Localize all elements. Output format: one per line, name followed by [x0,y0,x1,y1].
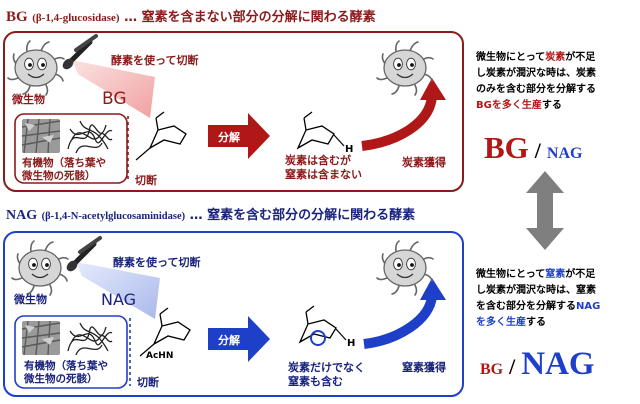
rt-line3: のみを含む部分を分解する [476,82,596,95]
svg-text:微生物にとって炭素が不足: 微生物にとって炭素が不足 [475,50,596,63]
ratio-bottom-den: NAG [521,346,594,382]
top-microbe-label: 微生物 [11,92,45,106]
rt-line1-highlight: 炭素 [545,50,565,63]
rb-line1-pre: 微生物にとって [475,267,545,280]
bottom-gain-arrow [363,295,437,349]
bottom-organic-label-1: 有機物（落ち葉や [24,359,108,372]
bottom-product-label-2: 窒素も含む [288,374,343,388]
top-product-label-1: 炭素は含むが [285,153,351,167]
top-gain-label: 炭素獲得 [402,155,446,169]
rt-line1-post: が不足 [565,50,596,63]
top-decompose-arrow [208,113,270,159]
top-organic-label-1: 有機物（落ち葉や [22,156,106,169]
rt-line4-post: する [542,99,562,111]
rb-line3-pre: を含む部分を分解する [476,299,576,312]
double-arrow-icon [526,171,564,250]
rt-line4-highlight: BGを多く生産 [476,98,542,111]
bottom-title-desc: … 窒素を含む部分の分解に関わる酵素 [190,207,416,223]
top-enzyme-label: 酵素を使って切断 [111,53,198,67]
bottom-decompose-arrow [208,316,270,362]
rb-line1-post: が不足 [565,267,596,280]
rb-line2: し炭素が潤沢な時は、窒素 [476,283,596,296]
ratio-bottom-slash: / [508,354,516,379]
ratio-top-num: BG [484,130,529,165]
bottom-h-atom: H [347,338,355,349]
ratio-bottom: BG / NAG [480,346,595,382]
top-organic-label-2: 微生物の死骸） [21,169,96,182]
top-h-atom: H [345,144,353,155]
bottom-title-full: (β-1,4-N-acetylglucosaminidase) [42,211,186,222]
top-decompose-label: 分解 [218,130,240,144]
top-beam-label: BG [102,89,127,109]
bottom-enzyme-beam [76,262,160,319]
top-title: BG (β-1,4-glucosidase) … 窒素を含まない部分の分解に関わ… [6,9,376,25]
bottom-decompose-label: 分解 [218,333,240,347]
top-leaf-litter-image [21,118,61,154]
ratio-top-den: NAG [547,145,583,162]
svg-text:微生物にとって窒素が不足: 微生物にとって窒素が不足 [475,267,596,280]
bottom-cut-label: 切断 [137,375,159,389]
rb-line4-highlight: を多く生産 [476,315,526,328]
bottom-beam-label: NAG [101,290,136,309]
bottom-organic-label-2: 微生物の死骸） [23,372,98,385]
bottom-gain-label: 窒素獲得 [402,360,446,374]
rb-line3-highlight: NAG [576,301,600,312]
bottom-enzyme-label: 酵素を使って切断 [113,255,200,269]
top-title-abbr: BG [6,9,28,25]
top-title-full: (β-1,4-glucosidase) [32,12,120,24]
top-glycosidic-bond [135,147,151,161]
bottom-nitrogen-highlight [310,330,326,346]
ratio-top-slash: / [534,138,542,163]
ratio-top: BG / NAG [484,130,583,165]
rb-line4-post: する [526,316,546,328]
right-top-description: 微生物にとって炭素が不足 し炭素が潤沢な時は、炭素 のみを含む部分を分解する B… [475,50,596,111]
bottom-microbe-label: 微生物 [13,292,47,306]
svg-text:を含む部分を分解するNAG: を含む部分を分解するNAG [476,299,600,312]
svg-text:を多く生産する: を多く生産する [476,315,546,328]
bottom-product-label-1: 炭素だけでなく [288,360,365,374]
rt-line2: し炭素が潤沢な時は、炭素 [476,66,596,79]
svg-text:BGを多く生産する: BGを多く生産する [476,98,562,111]
rb-line1-highlight: 窒素 [545,267,565,280]
rt-line1-pre: 微生物にとって [475,50,545,63]
bottom-leaf-litter-image [21,320,61,356]
top-title-desc: … 窒素を含まない部分の分解に関わる酵素 [124,9,376,25]
ratio-bottom-num: BG [480,361,504,378]
top-cut-label: 切断 [135,173,157,187]
bottom-title-abbr: NAG [6,208,37,223]
top-product-label-2: 窒素は含まない [285,167,362,181]
right-bottom-description: 微生物にとって窒素が不足 し炭素が潤沢な時は、窒素 を含む部分を分解するNAG … [475,267,600,328]
top-gain-arrow [361,95,437,151]
bottom-title: NAG (β-1,4-N-acetylglucosaminidase) … 窒素… [6,207,415,223]
top-enzyme-beam [72,60,155,118]
bottom-achn-label: AcHN [146,351,173,361]
